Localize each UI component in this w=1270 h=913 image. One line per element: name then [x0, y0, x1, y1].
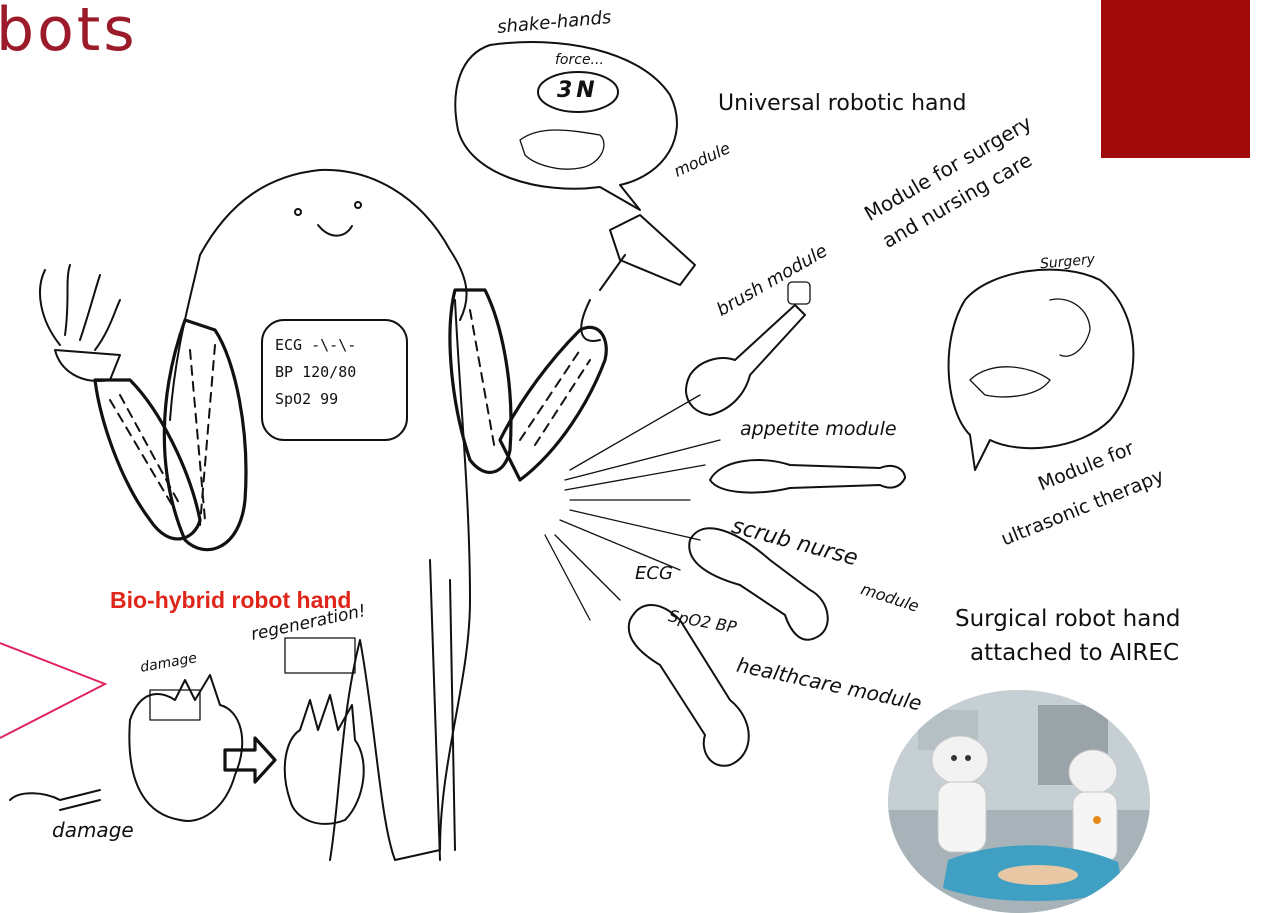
- vital-row-spo2: SpO2 99: [275, 386, 400, 413]
- airec-photo-scene: [888, 690, 1150, 913]
- vitals-list: ECG -\-\- BP 120/80 SpO2 99: [275, 332, 400, 413]
- damage-text-bottom: damage: [52, 818, 134, 842]
- force-text: force...: [555, 52, 604, 68]
- airec-robots-photo: [888, 690, 1150, 913]
- vital-row-ecg: ECG -\-\-: [275, 332, 400, 359]
- robot-left-eye: [295, 209, 301, 215]
- caption-universal-hand: Universal robotic hand: [718, 91, 966, 116]
- biohybrid-heading: Bio-hybrid robot hand: [110, 587, 351, 614]
- detached-finger-sketch: [10, 790, 100, 810]
- damaged-hand-sketch: [129, 675, 242, 821]
- brush-module-sketch: [686, 305, 805, 415]
- caption-surgical-hand-line1: Surgical robot hand: [955, 606, 1181, 632]
- robot-skirt-lines: [430, 560, 455, 860]
- regenerated-hand-sketch: [285, 695, 364, 824]
- left-hand-sketch: [40, 265, 120, 381]
- universal-hand-module: [581, 215, 695, 341]
- ecg-text: ECG: [635, 563, 673, 584]
- force-value-text: 3N: [557, 78, 599, 103]
- regenerated-skin-patch: [285, 638, 355, 673]
- caption-surgical-hand-line2: attached to AIREC: [970, 640, 1179, 666]
- left-arm-lower: [95, 380, 200, 539]
- biohybrid-callout-pointer: [0, 643, 105, 738]
- transition-arrow: [225, 738, 275, 782]
- appetite-module-text: appetite module: [740, 418, 897, 440]
- robot-smile: [318, 225, 352, 236]
- robot-right-eye: [355, 202, 361, 208]
- robot-head-outline: [200, 170, 467, 320]
- vital-row-bp: BP 120/80: [275, 359, 400, 386]
- right-arm-lower: [500, 327, 606, 480]
- appetite-module-sketch: [710, 460, 905, 493]
- radiating-lines: [545, 395, 720, 620]
- surgery-bubble: [949, 270, 1134, 470]
